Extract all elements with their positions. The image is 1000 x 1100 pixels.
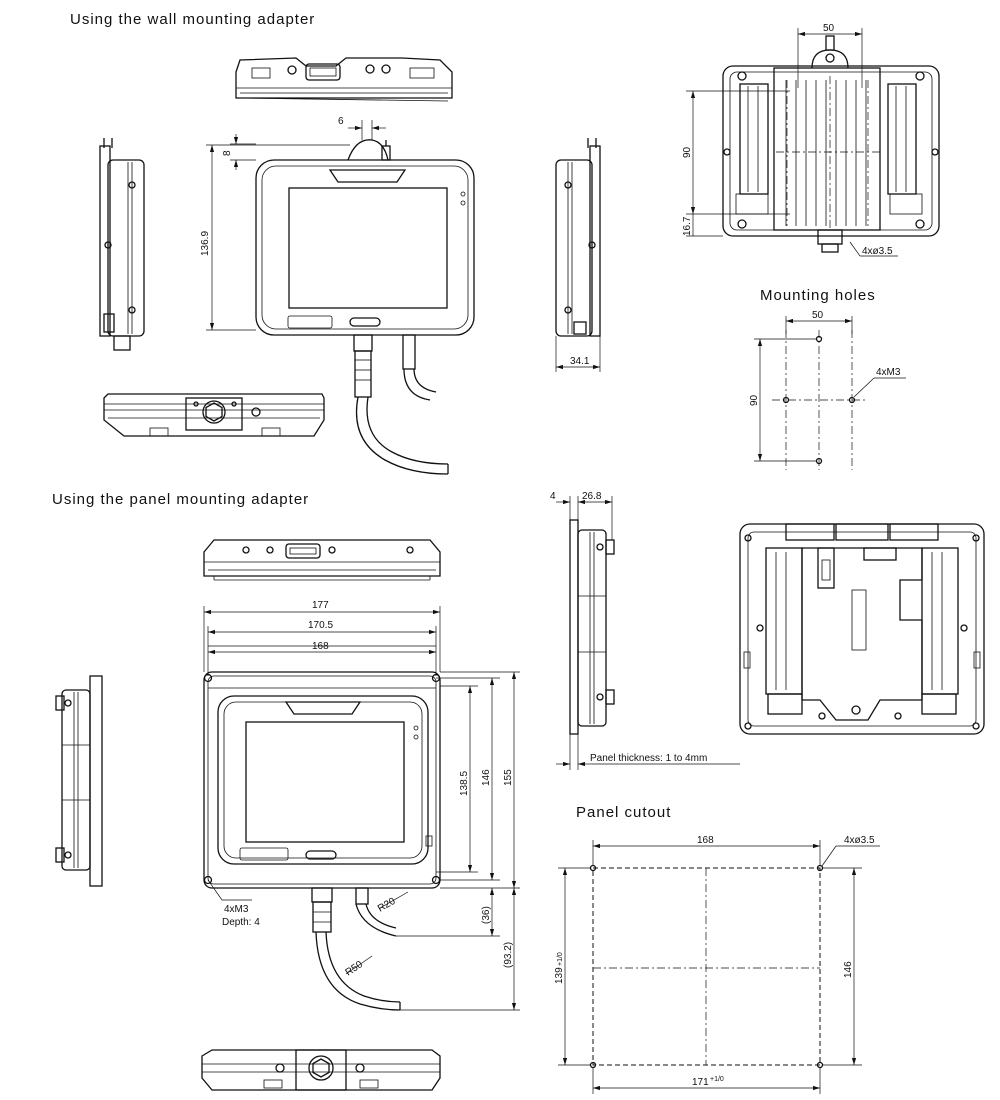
wall-mount-title: Using the wall mounting adapter — [70, 11, 315, 28]
dim-168-cutout: 168 — [697, 835, 714, 846]
dim-r20: R20 — [376, 896, 398, 915]
mounting-holes-title: Mounting holes — [760, 287, 876, 304]
dim-34-1: 34.1 — [570, 356, 590, 367]
rear-view-dimensions: 50 90 16.7 4xø3.5 — [682, 23, 898, 257]
dim-90-holes: 90 — [749, 394, 760, 406]
dim-r50: R50 — [344, 959, 366, 979]
panel-thickness-label: Panel thickness: 1 to 4mm — [590, 753, 707, 764]
dim-136-9: 136.9 — [200, 231, 211, 256]
dim-93-2: (93.2) — [503, 942, 514, 968]
dim-139: 139 — [554, 967, 565, 984]
dim-168-panel: 168 — [312, 641, 329, 652]
panel-front-dimensions: 177 170.5 168 138.5 146 155 (36) (93.2) … — [203, 600, 520, 1011]
dim-4xm3-panel: 4xM3 — [224, 904, 249, 915]
dim-138-5: 138.5 — [459, 771, 470, 796]
dim-171: 171 — [692, 1077, 709, 1088]
dim-90-rear: 90 — [682, 146, 693, 158]
dim-4xm3-holes: 4xM3 — [876, 367, 901, 378]
dim-50-holes: 50 — [812, 310, 824, 321]
wall-top-view — [235, 57, 453, 102]
wall-left-side-view — [99, 138, 145, 351]
dim-155: 155 — [503, 769, 514, 786]
mounting-holes-pattern: 50 90 4xM3 — [749, 310, 906, 470]
dim-50-rear: 50 — [823, 23, 835, 34]
panel-right-side-view: 4 26.8 Panel thickness: 1 to 4mm — [550, 491, 740, 770]
dim-146-cutout: 146 — [843, 961, 854, 978]
panel-top-view — [203, 539, 441, 581]
dim-139-tolerance: +1/0 — [557, 952, 564, 966]
panel-front-view — [203, 671, 441, 1011]
panel-left-side-view — [55, 675, 103, 887]
dim-170-5: 170.5 — [308, 620, 333, 631]
panel-bottom-view — [201, 1049, 441, 1091]
dim-6: 6 — [338, 116, 344, 127]
wall-bottom-view — [103, 393, 325, 437]
dim-177: 177 — [312, 600, 329, 611]
panel-cutout-title: Panel cutout — [576, 804, 671, 821]
dim-171-tolerance: +1/0 — [710, 1076, 724, 1083]
dim-4x3-5-cutout: 4xø3.5 — [844, 835, 875, 846]
rear-view-wall-adapter — [722, 35, 940, 253]
dim-depth: Depth: 4 — [222, 917, 260, 928]
panel-cutout-drawing: 168 4xø3.5 139 +1/0 146 171 +1/0 — [554, 835, 880, 1094]
rear-view-panel-adapter — [739, 523, 985, 735]
wall-right-side-view: 34.1 — [555, 138, 601, 372]
wall-front-view — [255, 139, 475, 475]
dim-146-panel: 146 — [481, 769, 492, 786]
dim-26-8: 26.8 — [582, 491, 602, 502]
wall-front-dimensions: 8 136.9 6 — [200, 116, 386, 331]
dim-36: (36) — [481, 906, 492, 924]
dim-4x3-5-rear: 4xø3.5 — [862, 246, 893, 257]
dim-16-7: 16.7 — [682, 216, 693, 236]
panel-mount-title: Using the panel mounting adapter — [52, 491, 309, 508]
dim-4: 4 — [550, 491, 556, 502]
dim-8: 8 — [222, 150, 233, 156]
